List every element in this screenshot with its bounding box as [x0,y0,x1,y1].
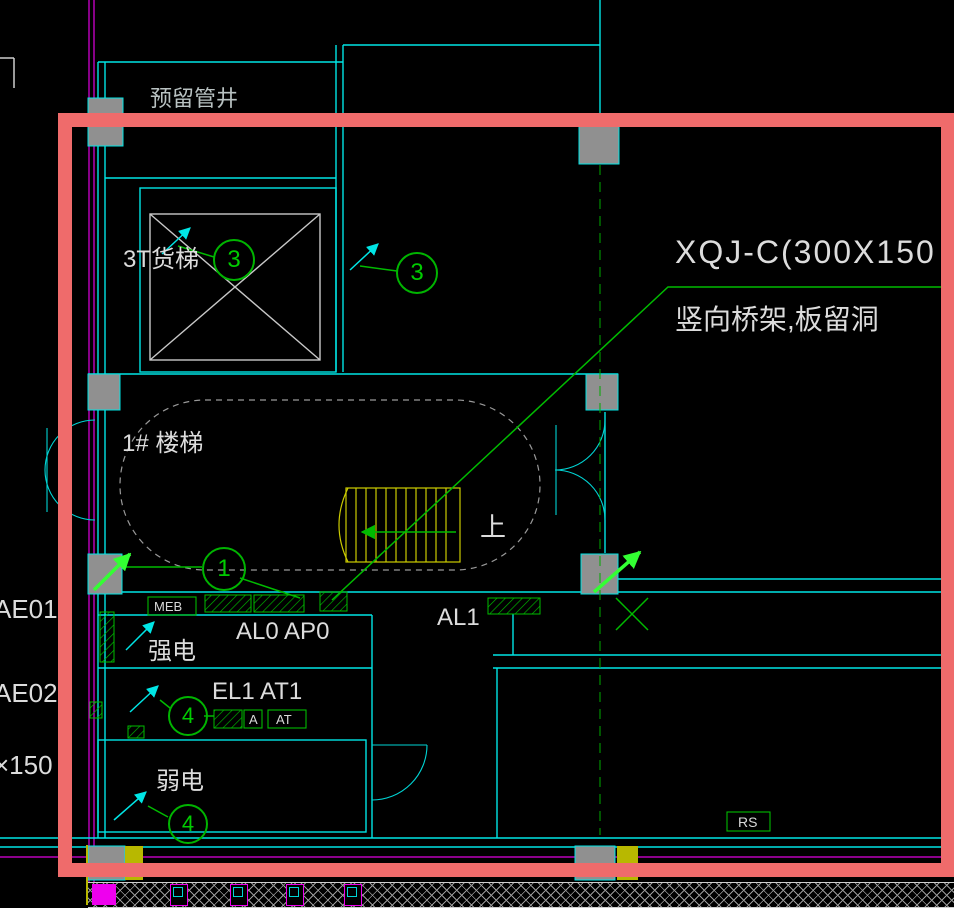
bubble-1: 1 [202,547,246,591]
label-rs: RS [738,814,758,830]
window-inner [289,887,299,897]
highlight-bottom-bar [58,863,954,877]
label-strong-power: 强电 [148,638,196,665]
elevator-shaft [149,213,321,361]
walls [0,0,954,848]
label-freight-elevator: 3T货梯 [123,246,200,273]
bubble-4b: 4 [168,804,208,844]
label-al1: AL1 [437,604,480,631]
equipment-label-boxes [147,596,771,832]
window-inner [233,887,243,897]
grid-lines-magenta [0,0,954,882]
bubble-3b: 3 [396,252,438,294]
label-al0-ap0: AL0 AP0 [236,618,330,645]
label-meb: MEB [154,599,183,614]
label-ae01: AE01 [0,594,58,624]
window-symbol [230,884,248,906]
label-ae02: AE02 [0,678,58,708]
label-tray-note: 竖向桥架,板留洞 [675,304,879,335]
label-reserved-shaft: 预留管井 [150,86,239,111]
window-inner [173,887,183,897]
window-symbol [344,884,362,906]
window-inner [347,887,357,897]
window-symbol [286,884,304,906]
highlight-top-bar [58,113,954,127]
label-box-at: AT [276,712,292,727]
electrical-equipment [89,591,541,739]
riser-arrows [92,550,642,594]
label-stair-name: 1# 楼梯 [122,430,204,457]
label-x150: ×150 [0,750,53,780]
highlight-right-bar [941,113,954,877]
window-symbol [170,884,188,906]
label-box-a: A [249,712,258,727]
wall-fill-magenta [92,884,116,905]
label-weak-power: 弱电 [156,768,204,795]
label-up: 上 [480,512,507,542]
annotation-leaders [122,245,952,818]
label-tray-spec: XQJ-C(300X150 [675,234,936,270]
exterior-wall-hatch [88,882,954,908]
highlight-left-bar [58,113,72,877]
bubble-4a: 4 [168,696,208,736]
bubble-3a: 3 [213,239,255,281]
label-el1-at1: EL1 AT1 [212,678,303,705]
stair-treads [338,487,461,563]
device-arrows [113,227,379,821]
cut-annotation [0,57,15,88]
stair-room-boundary [119,399,541,571]
